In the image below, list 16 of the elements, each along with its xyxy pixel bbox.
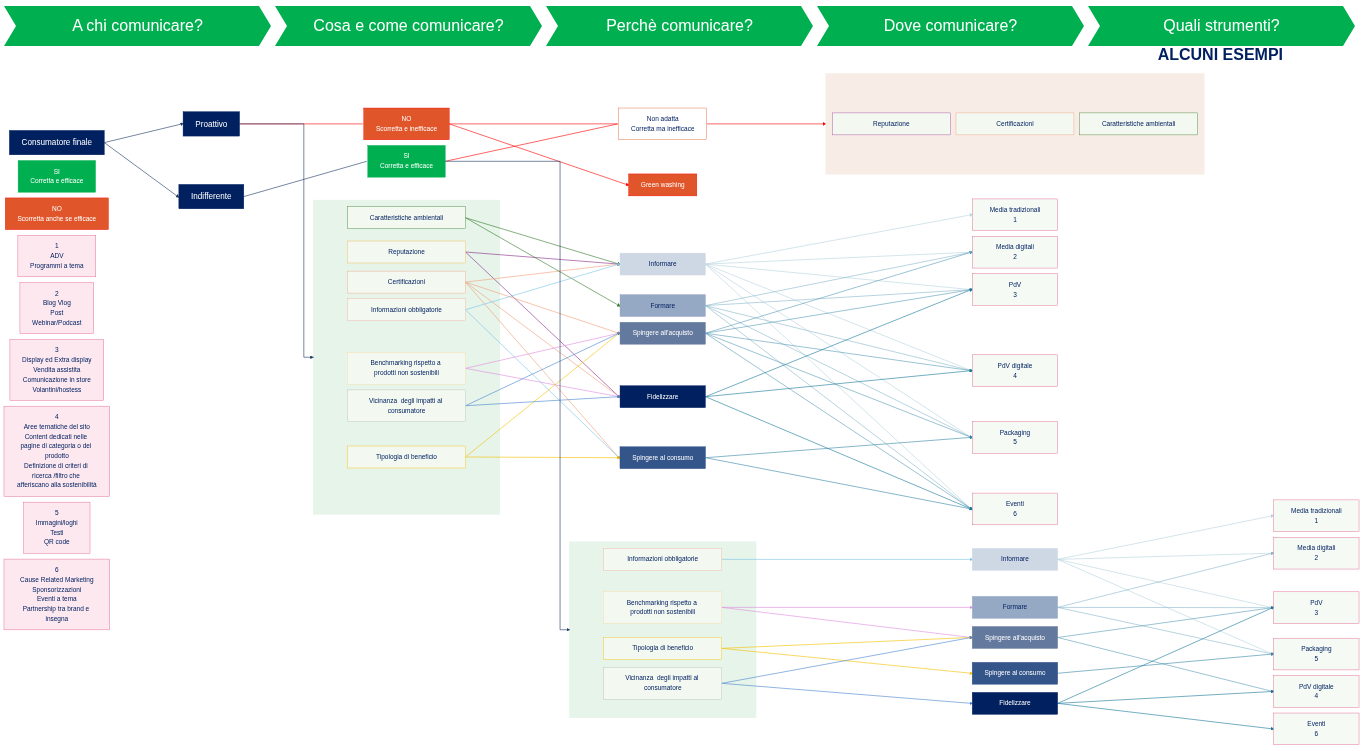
node-box: Indifferente [178,184,244,209]
column-header: Cosa e come comunicare? [275,6,542,46]
column-header: Quali strumenti? [1088,6,1355,46]
section-heading: ALCUNI ESEMPI [1157,46,1283,64]
cluster [825,73,1205,175]
column-header: A chi comunicare? [4,6,271,46]
node-box: Proattivo [182,111,240,137]
connector [444,123,619,162]
cluster [312,199,501,515]
connector [239,123,364,125]
column-header: Dove comunicare? [817,6,1084,46]
column-header: Perchè comunicare? [546,6,813,46]
connector [448,123,619,125]
node-box: Consumatore finale [9,130,105,155]
cluster [569,541,757,718]
connector [243,161,368,197]
